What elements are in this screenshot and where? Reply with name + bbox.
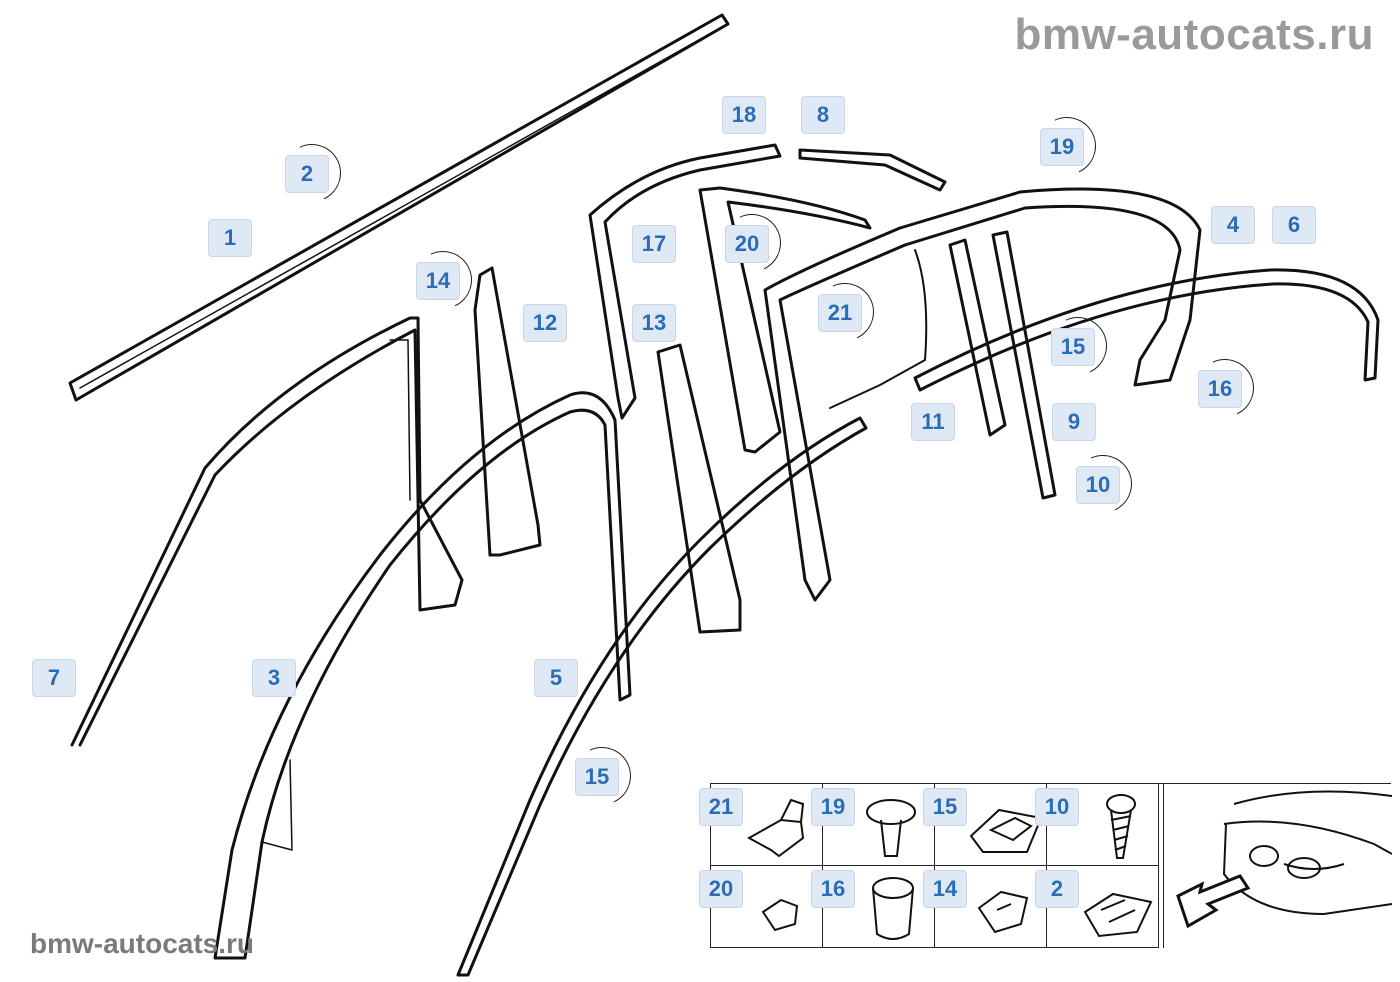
callout-19[interactable]: 19 [1040,128,1084,166]
grommet-icon [872,877,914,940]
callout-6[interactable]: 6 [1272,206,1316,244]
vehicle-location-view [1163,784,1393,948]
callout-4[interactable]: 4 [1211,206,1255,244]
callout-20[interactable]: 20 [725,225,769,263]
inset-cell-10[interactable]: 10 [1035,784,1159,866]
callout-5[interactable]: 5 [534,659,578,697]
double-clip-icon [1083,892,1153,938]
callout-12[interactable]: 12 [523,304,567,342]
callout-15-lower[interactable]: 15 [575,758,619,796]
inset-cell-19[interactable]: 19 [811,784,935,866]
part-b-pillar-13 [656,343,742,634]
callout-21[interactable]: 21 [818,294,862,332]
callout-17[interactable]: 17 [632,225,676,263]
clip-plate-icon [969,808,1043,853]
callout-7[interactable]: 7 [32,659,76,697]
watermark-bottom: bmw-autocats.ru [30,928,255,959]
inset-label-14: 14 [923,870,967,908]
callout-13[interactable]: 13 [632,304,676,342]
callout-9[interactable]: 9 [1052,403,1096,441]
inset-label-16: 16 [811,870,855,908]
arrow-icon [1176,874,1251,929]
callout-15[interactable]: 15 [1051,328,1095,366]
callout-8[interactable]: 8 [801,96,845,134]
clip-bracket-icon [746,798,805,858]
part-rear-door-frame-21 [763,187,1202,602]
callout-16[interactable]: 16 [1198,370,1242,408]
part-strip-15 [913,268,1380,392]
inset-label-21: 21 [699,788,743,826]
inset-cell-20[interactable]: 20 [699,866,823,948]
inset-cell-16[interactable]: 16 [811,866,935,948]
callout-3[interactable]: 3 [252,659,296,697]
screw-icon [1106,794,1136,859]
inset-cell-14[interactable]: 14 [923,866,1047,948]
part-strip-9 [991,230,1057,500]
part-window-frame-17 [588,143,782,420]
inset-label-15: 15 [923,788,967,826]
part-door-frame-3 [213,391,632,960]
watermark-top: bmw-autocats.ru [1014,10,1374,59]
pad-icon [761,898,799,932]
part-b-pillar-12 [473,266,542,557]
inset-label-20: 20 [699,870,743,908]
part-quarter-glass-20 [698,186,872,454]
part-strip-11 [948,238,1007,437]
callout-2[interactable]: 2 [285,155,329,193]
callout-11[interactable]: 11 [911,403,955,441]
clip-nut-icon [977,890,1029,934]
inset-cell-21[interactable]: 21 [699,784,823,866]
part-front-door-frame [70,316,464,747]
inset-label-2: 2 [1035,870,1079,908]
inset-cell-15[interactable]: 15 [923,784,1047,866]
part-door-strip-5 [456,416,868,977]
callout-10[interactable]: 10 [1076,466,1120,504]
inset-label-10: 10 [1035,788,1079,826]
callout-14[interactable]: 14 [416,262,460,300]
push-pin-icon [866,799,916,857]
callout-1[interactable]: 1 [208,219,252,257]
inset-cell-2[interactable]: 2 [1035,866,1159,948]
car-icon [1222,790,1393,916]
fastener-inset: 21 19 15 10 20 16 14 2 [699,783,1393,948]
callout-18[interactable]: 18 [722,96,766,134]
inset-label-19: 19 [811,788,855,826]
part-roof-molding [68,13,730,402]
part-strip-8 [798,148,947,192]
